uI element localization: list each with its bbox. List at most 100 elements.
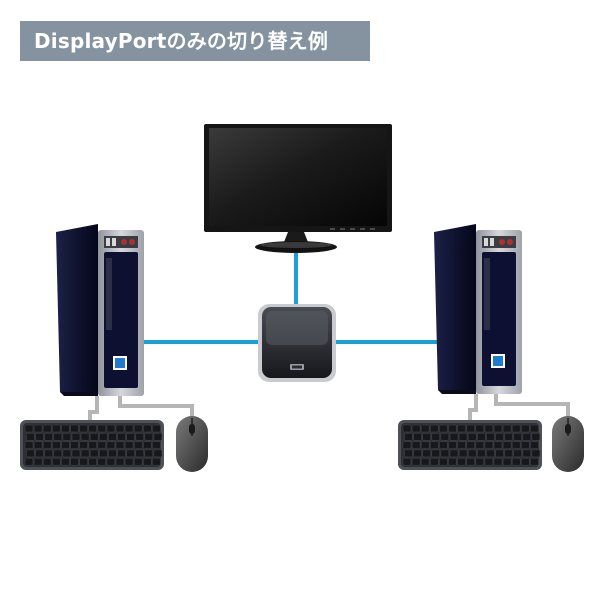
keyboard-key bbox=[152, 424, 161, 433]
keyboard-key bbox=[493, 457, 503, 466]
keyboard-key bbox=[89, 449, 99, 458]
kvm-switch-icon bbox=[258, 304, 336, 382]
keyboard-key bbox=[115, 457, 125, 466]
keyboard-key bbox=[115, 441, 125, 449]
keyboard-key bbox=[431, 433, 441, 441]
keyboard-key bbox=[493, 424, 503, 433]
keyboard-key bbox=[420, 441, 430, 449]
keyboard-key bbox=[97, 424, 107, 433]
keyboard-key bbox=[449, 449, 459, 458]
keyboard-key bbox=[61, 457, 70, 466]
keyboard-key bbox=[61, 424, 70, 433]
keyboard-key bbox=[42, 441, 52, 449]
keyboard-key bbox=[530, 457, 539, 466]
keyboard-key bbox=[143, 441, 152, 449]
cable-left-mouse bbox=[118, 396, 194, 418]
keyboard-key bbox=[486, 449, 495, 458]
keyboard-key bbox=[522, 433, 532, 441]
keyboard-key bbox=[522, 449, 532, 458]
keyboard-key bbox=[457, 457, 466, 466]
keyboard-key bbox=[404, 433, 413, 441]
keyboard-key bbox=[124, 424, 134, 433]
keyboard-key bbox=[411, 441, 421, 449]
keyboard-key bbox=[124, 441, 134, 449]
keyboard-key bbox=[133, 457, 143, 466]
keyboard-key bbox=[89, 433, 99, 441]
keyboard-key bbox=[502, 424, 512, 433]
keyboard-key bbox=[70, 457, 79, 466]
keyboard-key bbox=[513, 449, 522, 458]
keyboard-key bbox=[70, 424, 79, 433]
keyboard-key bbox=[439, 457, 448, 466]
keyboard-key bbox=[61, 441, 70, 449]
keyboard-key bbox=[502, 457, 512, 466]
keyboard-key bbox=[531, 449, 541, 458]
keyboard-key bbox=[126, 433, 135, 441]
keyboard-key bbox=[70, 441, 79, 449]
keyboard-key bbox=[108, 433, 117, 441]
keyboard-key bbox=[521, 424, 530, 433]
keyboard-key bbox=[88, 457, 97, 466]
keyboard-key bbox=[42, 457, 52, 466]
keyboard-key bbox=[530, 424, 539, 433]
keyboard-key bbox=[135, 433, 144, 441]
displayport-cables bbox=[142, 252, 442, 344]
keyboard-key bbox=[504, 433, 513, 441]
keyboard-key bbox=[143, 424, 152, 433]
keyboard-key bbox=[531, 433, 541, 441]
keyboard-key bbox=[117, 433, 126, 441]
keyboard-key bbox=[504, 449, 513, 458]
keyboard-key bbox=[106, 441, 116, 449]
keyboard-key bbox=[402, 441, 412, 449]
keyboard-key bbox=[88, 441, 97, 449]
keyboard-key bbox=[430, 424, 439, 433]
keyboard-key bbox=[448, 424, 457, 433]
keyboard-key bbox=[402, 457, 412, 466]
keyboard-key bbox=[52, 441, 61, 449]
keyboard-key bbox=[44, 449, 53, 458]
keyboard-key bbox=[495, 433, 504, 441]
keyboard-key bbox=[144, 449, 154, 458]
keyboard-key bbox=[466, 457, 475, 466]
keyboard-key bbox=[458, 449, 468, 458]
cable-right-keyboard bbox=[468, 394, 478, 420]
keyboard-key bbox=[413, 433, 422, 441]
keyboard-key bbox=[475, 457, 485, 466]
keyboard-key bbox=[99, 449, 108, 458]
keyboard-key bbox=[477, 433, 486, 441]
keyboard-key bbox=[440, 433, 450, 441]
keyboard-key bbox=[439, 441, 448, 449]
keyboard-key bbox=[530, 441, 539, 449]
keyboard-key bbox=[502, 441, 512, 449]
keyboard-key bbox=[511, 424, 521, 433]
keyboard-key bbox=[493, 441, 503, 449]
keyboard-key bbox=[108, 449, 117, 458]
keyboard-key bbox=[80, 449, 90, 458]
keyboard-key bbox=[475, 424, 485, 433]
keyboard-key bbox=[135, 449, 144, 458]
page-title: DisplayPortのみの切り替え例 bbox=[20, 21, 370, 61]
keyboard-key bbox=[62, 433, 72, 441]
keyboard-key bbox=[144, 433, 154, 441]
keyboard-key bbox=[53, 449, 63, 458]
keyboard-key bbox=[484, 457, 494, 466]
keyboard-key bbox=[484, 424, 494, 433]
keyboard-key bbox=[457, 424, 466, 433]
keyboard-key bbox=[430, 457, 439, 466]
keyboard-key bbox=[152, 457, 161, 466]
keyboard-key bbox=[24, 424, 34, 433]
keyboard-key bbox=[440, 449, 450, 458]
cable-left-keyboard bbox=[88, 396, 99, 420]
keyboard-key bbox=[458, 433, 468, 441]
keyboard-key bbox=[106, 457, 116, 466]
keyboard-key bbox=[422, 433, 431, 441]
pc-tower-icon bbox=[56, 224, 144, 396]
keyboard-key bbox=[402, 424, 412, 433]
mouse-icon bbox=[552, 416, 584, 472]
keyboard-key bbox=[35, 449, 44, 458]
cable-right-mouse bbox=[494, 394, 570, 418]
keyboard-key bbox=[88, 424, 97, 433]
keyboard-key bbox=[467, 433, 477, 441]
keyboard-key bbox=[448, 457, 457, 466]
keyboard-key bbox=[106, 424, 116, 433]
